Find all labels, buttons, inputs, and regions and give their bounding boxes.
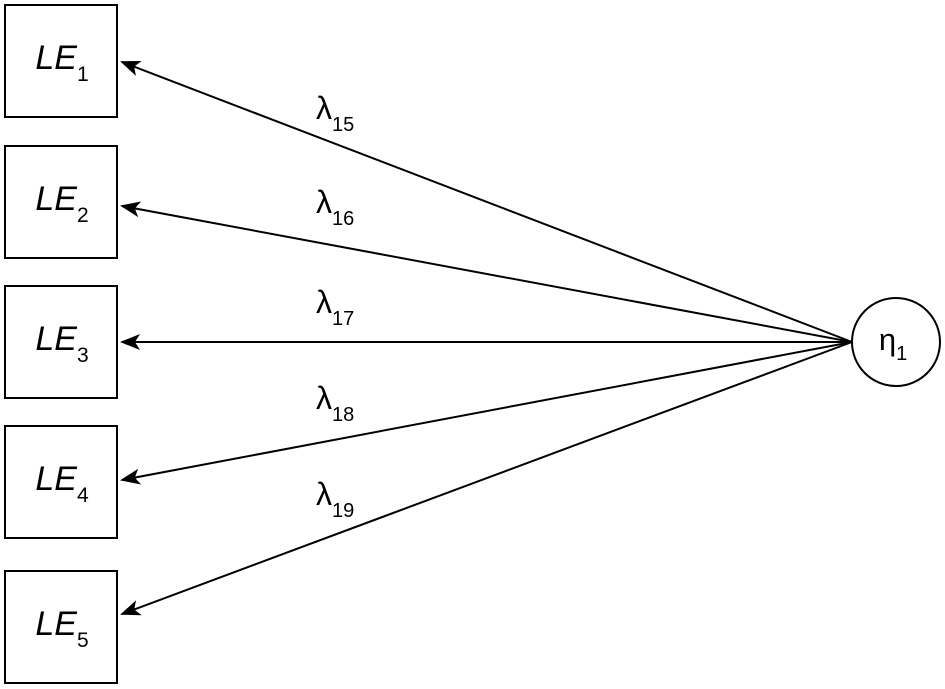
indicator-le5: LE5	[4, 570, 118, 684]
indicator-le4: LE4	[4, 425, 118, 539]
indicator-label: LE3	[35, 320, 88, 367]
loading-label-16: λ16	[316, 184, 354, 230]
loading-label-15: λ15	[316, 90, 354, 136]
indicator-le1: LE1	[4, 4, 118, 118]
path-lambda-18	[120, 341, 853, 485]
indicator-label: LE1	[35, 39, 88, 86]
indicator-le2: LE2	[4, 145, 118, 259]
indicator-le3: LE3	[4, 285, 118, 399]
path-lambda-15	[120, 60, 853, 343]
indicator-label: LE2	[35, 180, 88, 227]
latent-label: η1	[879, 322, 907, 365]
loading-label-18: λ18	[316, 380, 354, 426]
path-lambda-16	[120, 201, 853, 343]
loading-label-19: λ19	[316, 476, 354, 522]
indicator-label: LE5	[35, 605, 88, 652]
loading-paths	[120, 60, 853, 616]
latent-eta1: η1	[851, 297, 941, 387]
indicator-label: LE4	[35, 460, 89, 507]
path-lambda-19	[120, 341, 853, 616]
loading-label-17: λ17	[316, 284, 354, 330]
